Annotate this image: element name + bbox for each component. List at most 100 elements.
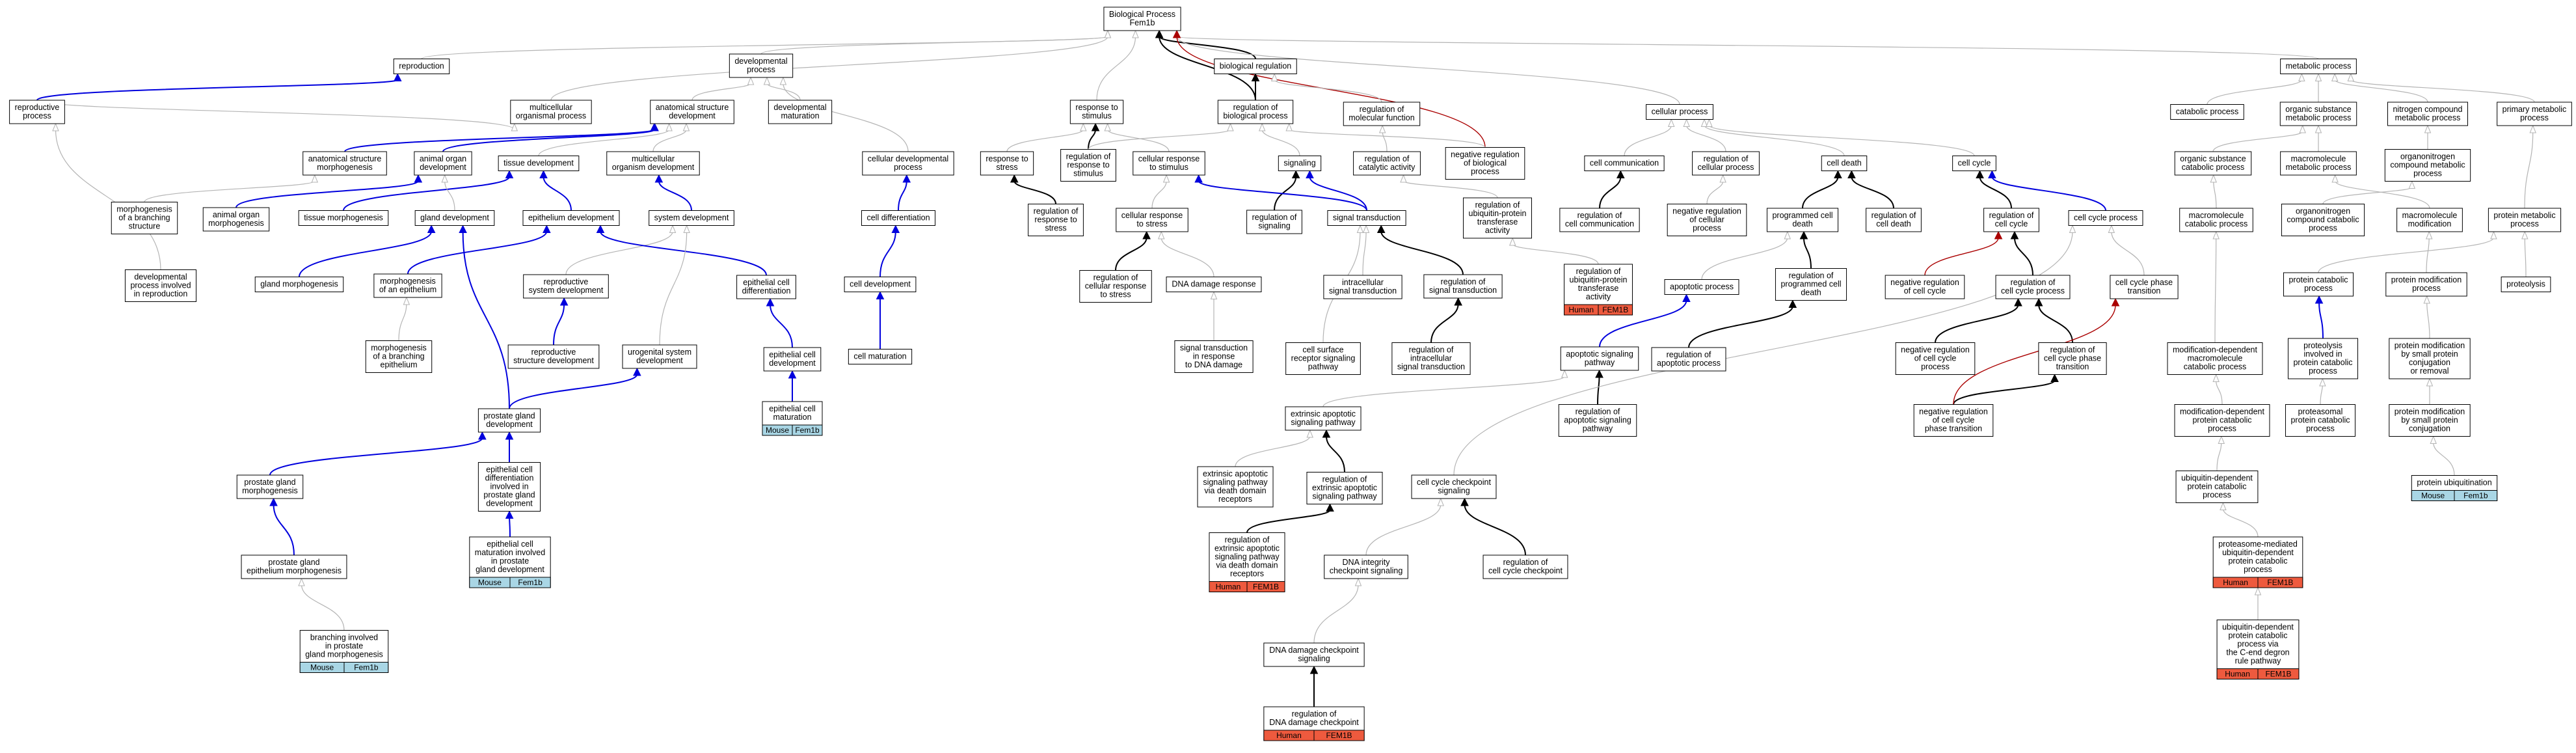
go-node-system-dev[interactable]: system development [649, 210, 734, 226]
go-node-dna-damage-resp[interactable]: DNA damage response [1166, 277, 1262, 292]
go-node-apoptotic[interactable]: apoptotic process [1664, 279, 1739, 295]
go-node-reproduction[interactable]: reproduction [393, 59, 450, 74]
go-node-cell-development[interactable]: cell development [844, 277, 917, 292]
go-node-cell-cycle[interactable]: cell cycle [1952, 156, 1996, 171]
go-node-cell-diff[interactable]: cell differentiation [861, 210, 936, 226]
go-node-metabolic[interactable]: metabolic process [2280, 59, 2357, 74]
go-node-cell-maturation[interactable]: cell maturation [848, 349, 913, 364]
go-node-gland-dev[interactable]: gland development [414, 210, 495, 226]
go-node-proteasome-ubiq[interactable]: proteasome-mediatedubiquitin-dependentpr… [2212, 536, 2303, 588]
go-node-cellular-proc[interactable]: cellular process [1646, 104, 1713, 120]
go-node-tissue-morph[interactable]: tissue morphogenesis [298, 210, 389, 226]
go-node-tissue-dev[interactable]: tissue development [498, 156, 580, 171]
go-node-signal-trans[interactable]: signal transduction [1327, 210, 1406, 226]
go-node-reg-ubiq-human[interactable]: regulation ofubiquitin-proteintransferas… [1564, 264, 1633, 316]
go-node-cell-cycle-proc[interactable]: cell cycle process [2068, 210, 2143, 226]
go-node-catabolic[interactable]: catabolic process [2170, 104, 2244, 120]
go-node-bio-reg[interactable]: biological regulation [1214, 59, 1297, 74]
go-node-gland-morph[interactable]: gland morphogenesis [254, 277, 344, 292]
go-node-cell-death[interactable]: cell death [1821, 156, 1868, 171]
go-node-signaling[interactable]: signaling [1278, 156, 1322, 171]
go-node-reg-ubiq-trans[interactable]: regulation ofubiquitin-proteintransferas… [1463, 197, 1532, 239]
go-node-epi-dev[interactable]: epithelium development [522, 210, 620, 226]
